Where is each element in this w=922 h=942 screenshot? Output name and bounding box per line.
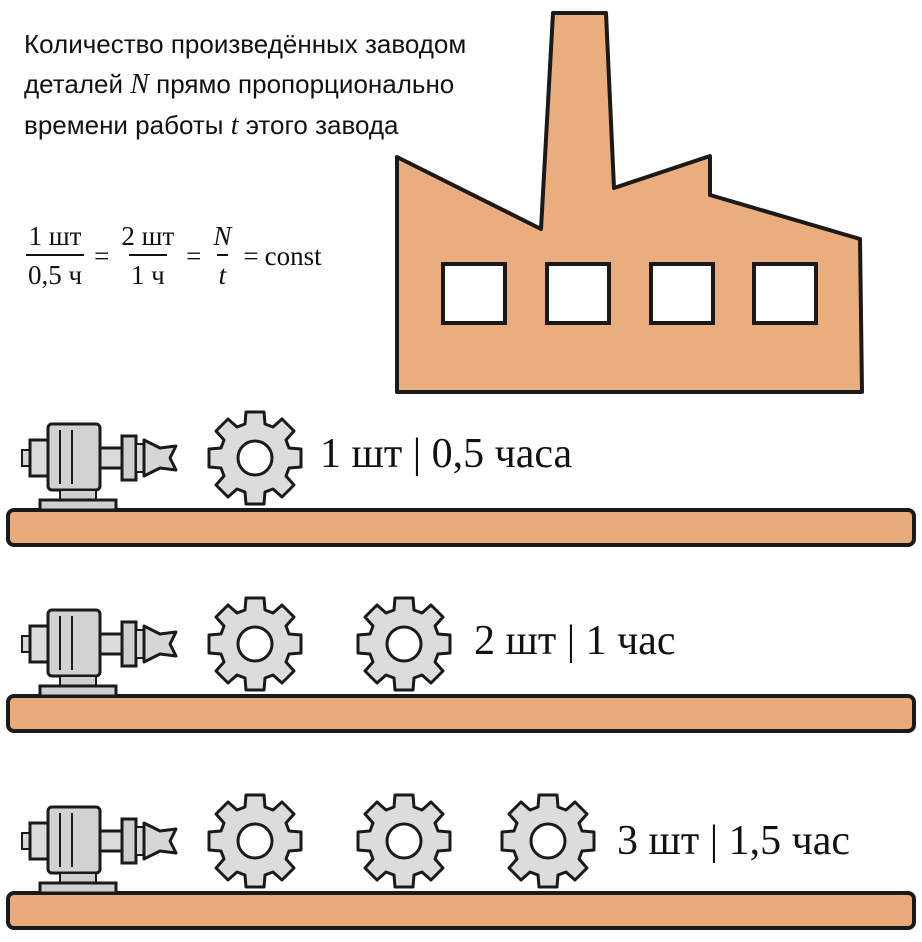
conveyor-belt [6, 508, 916, 547]
variable-t: t [230, 110, 239, 141]
gear-icon [207, 410, 303, 506]
fraction-2: 2 шт 1 ч [119, 221, 176, 291]
row-2-label: 2 шт | 1 час [474, 618, 676, 664]
equals-sign: = [186, 240, 202, 271]
conveyor-row-3 [6, 793, 916, 930]
variable-n: N [130, 69, 149, 100]
intro-part-3: этого завода [238, 110, 399, 140]
factory-building [395, 11, 864, 394]
fraction-3: N t [211, 221, 233, 291]
motor-icon [20, 422, 178, 512]
const-label: const [264, 240, 322, 271]
gear-icon [500, 793, 596, 889]
fraction-3-denominator: t [216, 254, 229, 291]
gear-icon [356, 596, 452, 692]
conveyor-row-2 [6, 596, 916, 733]
factory-window [649, 262, 715, 325]
conveyor-belt [6, 694, 916, 733]
factory-window [441, 262, 507, 325]
gear-icon [207, 793, 303, 889]
factory-window [752, 262, 818, 325]
intro-text: Количество произведённых заводом деталей… [24, 24, 564, 146]
fraction-3-numerator: N [213, 221, 232, 251]
fraction-1-numerator: 1 шт [28, 221, 82, 251]
gear-icon [356, 793, 452, 889]
row-3-label: 3 шт | 1,5 час [617, 818, 851, 864]
fraction-1-denominator: 0,5 ч [26, 254, 85, 291]
factory-window [545, 262, 611, 325]
motor-icon [20, 805, 178, 895]
fraction-1: 1 шт 0,5 ч [26, 221, 85, 291]
fraction-2-numerator: 2 шт [121, 221, 175, 251]
proportion-formula: 1 шт 0,5 ч = 2 шт 1 ч = N t = const [22, 216, 322, 296]
row-1-label: 1 шт | 0,5 часа [320, 431, 573, 477]
gear-icon [207, 596, 303, 692]
conveyor-belt [6, 891, 916, 930]
motor-icon [20, 608, 178, 698]
intro-part-2: прямо пропорционально времени работы [24, 69, 455, 140]
fraction-2-denominator: 1 ч [128, 254, 167, 291]
equals-sign: = [94, 240, 110, 271]
equals-sign: = [243, 240, 259, 271]
intro-part-1: Количество произведённых заводом деталей [24, 29, 467, 99]
conveyor-row-1 [6, 410, 916, 547]
